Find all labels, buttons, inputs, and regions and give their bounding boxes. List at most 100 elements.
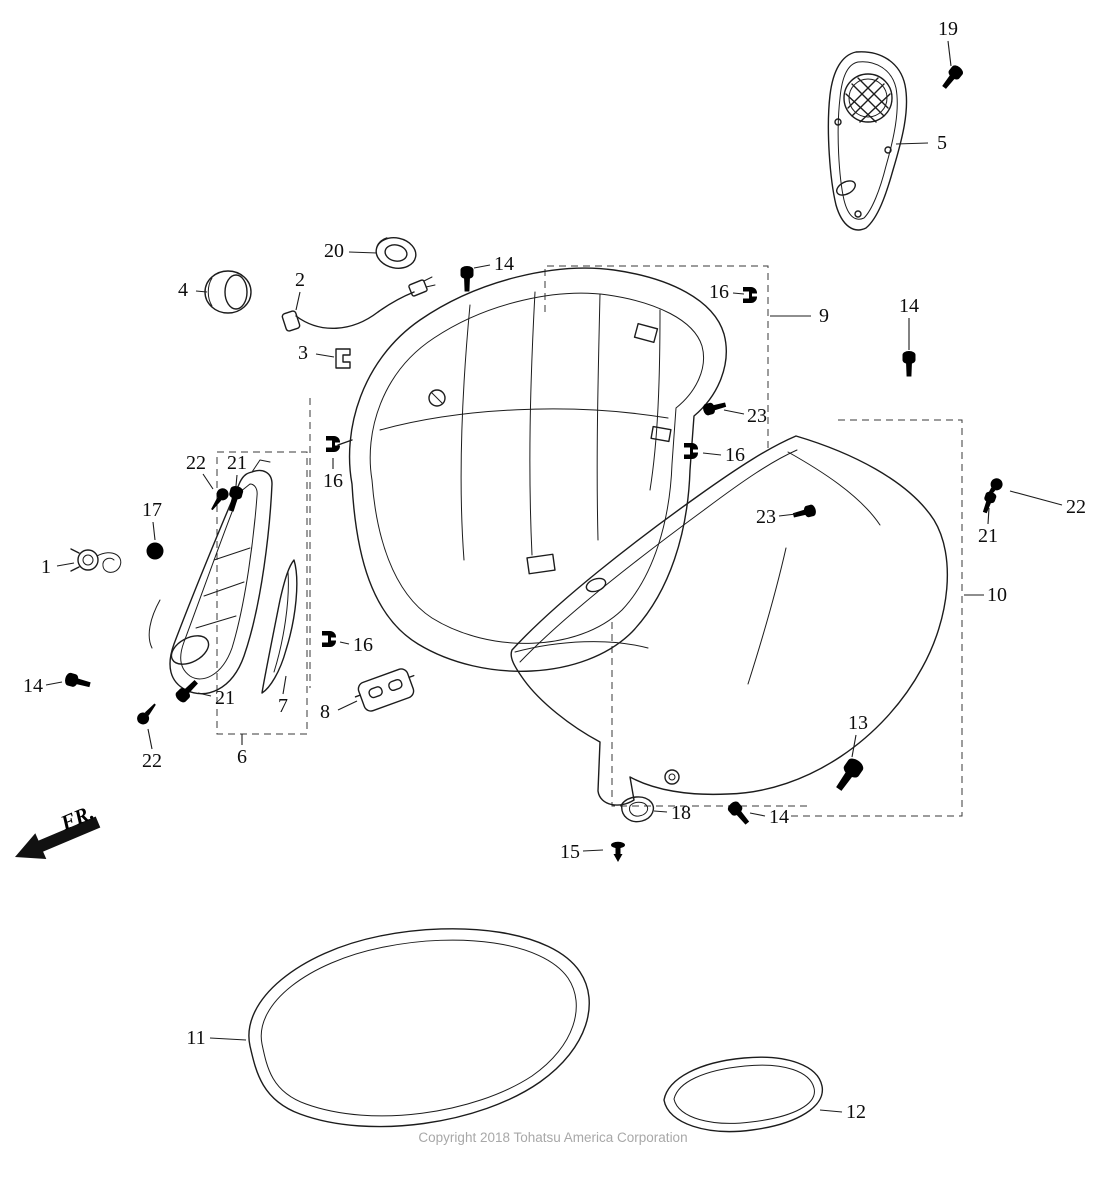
clip-16-topright-icon xyxy=(743,287,757,303)
part-1-plug xyxy=(70,548,122,573)
part-callout-11: 11 xyxy=(186,1027,205,1049)
leader-line xyxy=(851,734,857,758)
part-callout-6: 6 xyxy=(237,746,247,768)
part-callout-4: 4 xyxy=(178,279,188,301)
leader-line xyxy=(337,700,358,711)
part-6-side-cover xyxy=(148,459,273,695)
part-callout-9: 9 xyxy=(819,305,829,327)
part-callout-19: 19 xyxy=(938,18,958,40)
leader-line xyxy=(315,353,335,358)
leader-line xyxy=(819,1109,843,1113)
leader-line xyxy=(282,675,287,695)
leader-line xyxy=(348,251,378,254)
group-box-9 xyxy=(544,265,769,452)
leader-line xyxy=(473,264,491,269)
leader-line xyxy=(339,641,350,645)
leader-line xyxy=(295,291,301,311)
part-callout-22: 22 xyxy=(142,750,162,772)
part-4-grommet xyxy=(204,270,252,314)
artwork-layer xyxy=(70,51,948,1133)
part-callout-13: 13 xyxy=(848,712,868,734)
bolt-14-top-icon xyxy=(460,266,474,292)
clip-16-lowerleft-icon xyxy=(322,631,336,647)
part-callout-5: 5 xyxy=(937,132,947,154)
bolt-19-icon xyxy=(938,63,965,92)
part-callout-16: 16 xyxy=(709,281,729,303)
leader-line xyxy=(202,473,214,490)
part-callout-16: 16 xyxy=(353,634,373,656)
clip-16-left-icon xyxy=(326,436,340,452)
part-callout-21: 21 xyxy=(978,525,998,547)
group-boxes xyxy=(216,265,963,817)
leader-line xyxy=(235,474,238,487)
leader-line xyxy=(895,142,929,145)
leader-line xyxy=(749,812,766,817)
part-18-grommet xyxy=(621,796,654,823)
part-7-strip xyxy=(261,559,298,694)
leader-line xyxy=(45,681,63,686)
part-callout-18: 18 xyxy=(671,802,691,824)
part-callout-23: 23 xyxy=(756,506,776,528)
part-11-seal xyxy=(248,928,590,1128)
part-callout-21: 21 xyxy=(227,452,247,474)
leader-line xyxy=(723,409,745,415)
part-callout-8: 8 xyxy=(320,701,330,723)
screw-22-lefttop-icon xyxy=(206,485,231,514)
part-callout-3: 3 xyxy=(298,342,308,364)
part-2-cable xyxy=(281,276,436,332)
bolt-14-bottom-icon xyxy=(725,799,753,828)
part-callout-14: 14 xyxy=(23,675,43,697)
leader-line xyxy=(197,692,212,697)
nut-17-icon xyxy=(146,542,164,560)
leader-line xyxy=(947,40,952,67)
leader-line xyxy=(147,728,153,750)
leader-line xyxy=(152,521,156,541)
part-callout-15: 15 xyxy=(560,841,580,863)
part-callout-1: 1 xyxy=(41,556,51,578)
bolt-13-icon xyxy=(831,755,866,795)
part-callout-16: 16 xyxy=(323,470,343,492)
bolt-14-left-icon xyxy=(63,671,92,692)
part-callout-21: 21 xyxy=(215,687,235,709)
fr-indicator: FR. xyxy=(15,800,101,859)
part-callout-10: 10 xyxy=(987,584,1007,606)
bolt-23-upper-icon xyxy=(701,398,728,417)
part-5-bracket-plate xyxy=(827,51,908,231)
part-callout-20: 20 xyxy=(324,240,344,262)
leader-line xyxy=(1009,490,1063,506)
part-callout-22: 22 xyxy=(1066,496,1086,518)
part-callout-23: 23 xyxy=(747,405,767,427)
part-9-inner-cowl xyxy=(337,267,727,672)
leader-line xyxy=(653,810,668,813)
part-8-bracket xyxy=(354,668,415,712)
part-callout-12: 12 xyxy=(846,1101,866,1123)
bolt-21-leftbottom-icon xyxy=(173,677,201,705)
fr-arrow-icon xyxy=(15,816,101,859)
part-callout-2: 2 xyxy=(295,269,305,291)
part-callout-7: 7 xyxy=(278,695,288,717)
leader-line xyxy=(195,290,208,293)
copyright-watermark: Copyright 2018 Tohatsu America Corporati… xyxy=(418,1130,687,1145)
group-box-6 xyxy=(216,451,308,735)
bolt-23-lower-icon xyxy=(791,503,818,522)
leader-line xyxy=(732,292,745,295)
part-callout-14: 14 xyxy=(494,253,514,275)
group-box-lower xyxy=(611,622,812,807)
part-callout-17: 17 xyxy=(142,499,162,521)
screw-22-leftbottom-icon xyxy=(134,700,160,727)
leader-line xyxy=(778,513,797,517)
part-10-lower-cowl xyxy=(510,435,948,806)
part-callout-14: 14 xyxy=(769,806,789,828)
leader-line xyxy=(56,562,75,567)
part-3-clip xyxy=(335,348,351,369)
part-callout-16: 16 xyxy=(725,444,745,466)
leader-line xyxy=(209,1037,247,1041)
part-callout-14: 14 xyxy=(899,295,919,317)
leader-line xyxy=(702,452,722,456)
leader-line xyxy=(987,507,990,525)
rivet-15-icon xyxy=(611,841,625,862)
part-20-clamp xyxy=(375,237,417,269)
